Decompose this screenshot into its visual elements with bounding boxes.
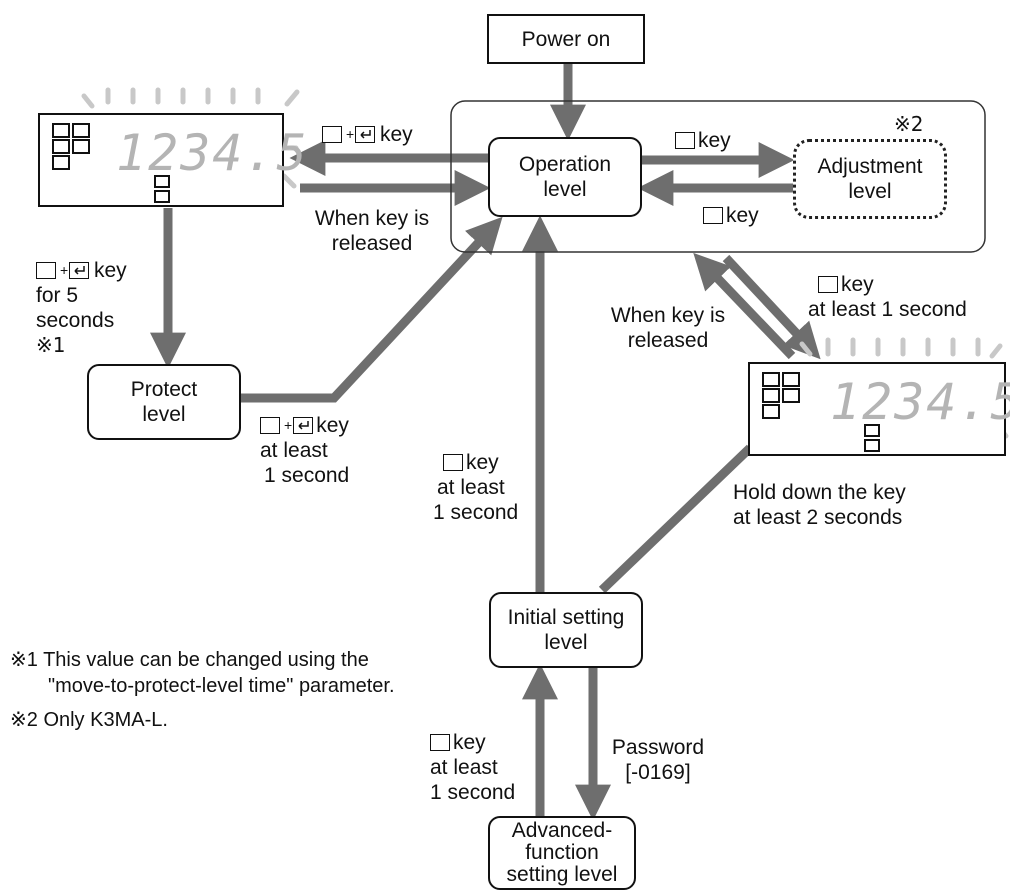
indicator-bottom-left <box>154 175 170 203</box>
arrow-operation-to-rightdisplay <box>722 254 821 360</box>
display-panel-left: 1234.5 <box>38 113 307 207</box>
note-1-line-1: ※1 This value can be changed using the <box>10 649 369 671</box>
key-square-icon <box>675 132 695 149</box>
node-initial-line2: level <box>544 631 588 654</box>
key-square-icon <box>443 454 463 471</box>
node-initial-line1: Initial setting <box>507 606 625 629</box>
display-digits-right: 1234.5 <box>830 373 1010 431</box>
display-panel-right: 1234.5 <box>748 362 1010 456</box>
node-initial-setting-level: Initial setting level <box>489 592 643 668</box>
label-password: Password [-0169] <box>611 736 705 784</box>
node-power-on: Power on <box>487 14 645 64</box>
note-2: ※2 Only K3MA-L. <box>10 709 168 731</box>
key-square-icon <box>703 207 723 224</box>
label-advanced-to-initial: key at least 1 second <box>430 731 516 804</box>
enter-key-icon <box>69 262 90 279</box>
node-advanced-line2: function <box>525 841 599 864</box>
note-mark-2: ※2 <box>894 112 924 136</box>
key-square-icon <box>430 734 450 751</box>
key-square-icon <box>260 417 280 434</box>
node-adjustment-line1: Adjustment <box>817 155 923 178</box>
arrow-rightdisplay-to-initial <box>598 444 754 594</box>
label-hold-down: Hold down the key at least 2 seconds <box>733 481 906 529</box>
key-square-icon <box>36 262 56 279</box>
label-protect-exit: +key at least 1 second <box>260 414 350 487</box>
key-square-icon <box>322 126 342 143</box>
node-adjustment-line2: level <box>848 180 892 203</box>
operation-group-frame <box>450 100 986 253</box>
node-advanced-line1: Advanced- <box>511 819 613 842</box>
label-key-to-adjustment: key <box>675 128 731 153</box>
label-when-released-left: When key is released <box>314 207 430 255</box>
indicator-bottom-right <box>864 424 880 452</box>
label-initial-to-operation: key at least 1 second <box>433 451 519 524</box>
node-protect-level: Protect level <box>87 364 241 440</box>
arrow-rightdisplay-to-operation <box>693 252 796 360</box>
label-shift-enter-key-top: + key <box>322 122 413 147</box>
label-protect-entry: + key for 5 seconds ※1 <box>36 259 127 357</box>
node-protect-line2: level <box>142 403 186 426</box>
node-advanced-function-level: Advanced- function setting level <box>488 816 636 890</box>
enter-key-icon <box>293 417 314 434</box>
node-adjustment-level: Adjustment level <box>793 139 947 219</box>
node-advanced-line3: setting level <box>506 863 618 886</box>
label-key-to-initial-display: key at least 1 second <box>808 273 967 321</box>
node-protect-line1: Protect <box>130 378 198 401</box>
node-operation-line1: Operation <box>518 153 612 176</box>
enter-key-icon <box>355 126 376 143</box>
label-key-from-adjustment: key <box>703 203 759 228</box>
key-square-icon <box>818 276 838 293</box>
node-operation-line2: level <box>543 178 587 201</box>
note-1-line-2: "move-to-protect-level time" parameter. <box>48 675 395 697</box>
label-when-released-right: When key is released <box>610 304 726 352</box>
node-operation-level: Operation level <box>488 137 642 217</box>
arrow-protect-to-operation <box>238 216 503 403</box>
display-digits-left: 1234.5 <box>116 124 309 182</box>
